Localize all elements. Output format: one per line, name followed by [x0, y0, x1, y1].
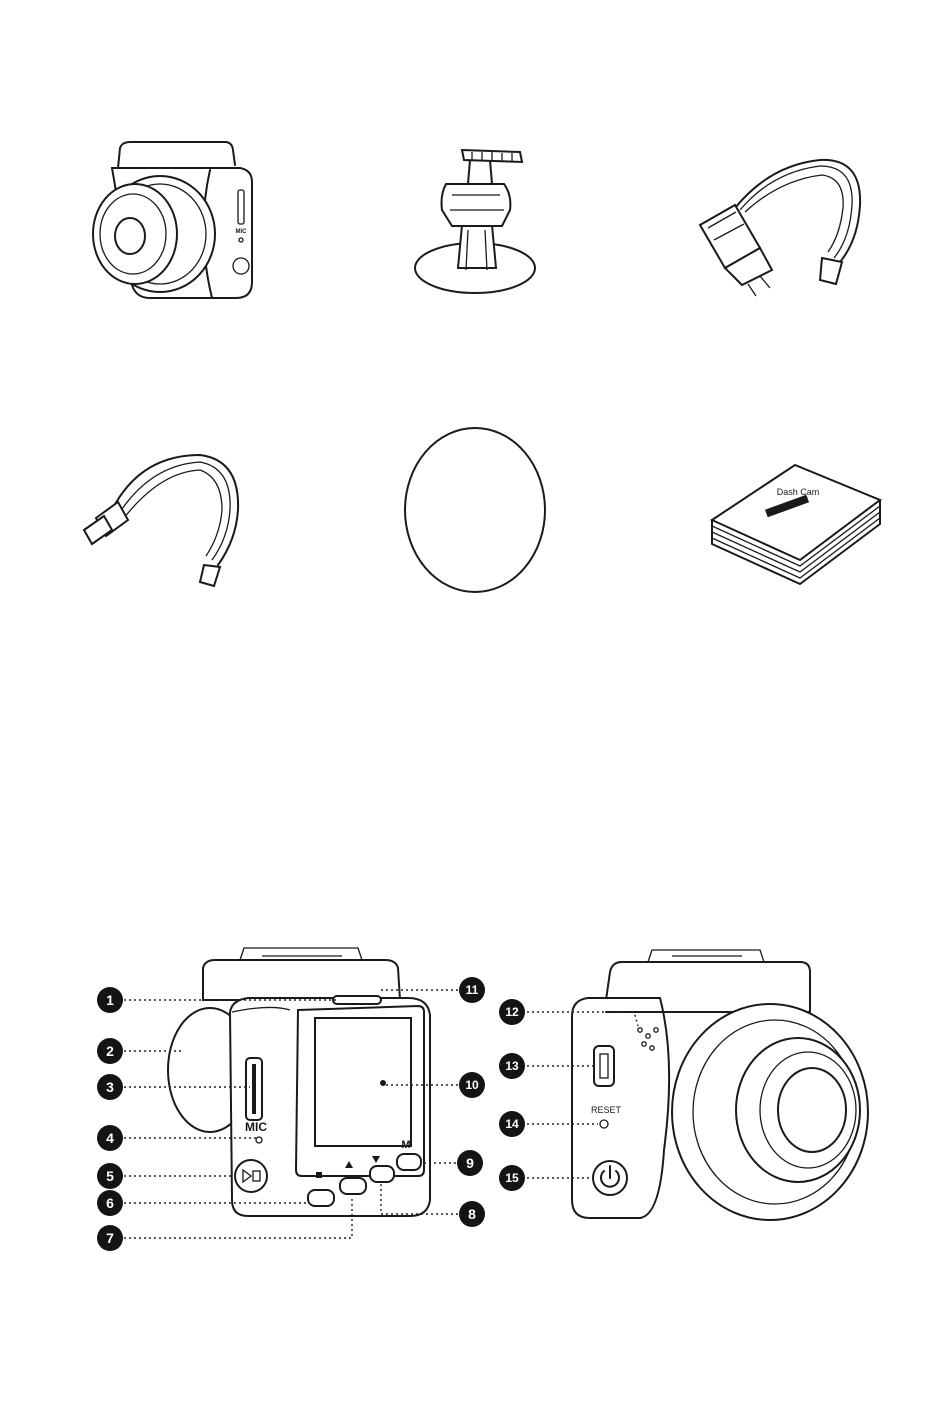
- svg-text:12: 12: [505, 1005, 519, 1019]
- svg-text:15: 15: [505, 1171, 519, 1185]
- camera-mic-label: MIC: [236, 229, 248, 235]
- svg-text:3: 3: [106, 1079, 114, 1095]
- callout-13: 13: [499, 1053, 525, 1079]
- front-m-label: M: [401, 1139, 410, 1151]
- front-mic-label: MIC: [245, 1120, 267, 1134]
- callout-1: 1: [97, 987, 123, 1013]
- dash-cam-rear-diagram: RESET: [572, 950, 868, 1220]
- svg-text:9: 9: [466, 1155, 474, 1171]
- callout-11: 11: [459, 977, 485, 1003]
- dash-cam-front-diagram: MIC M: [168, 948, 430, 1216]
- callout-9: 9: [457, 1150, 483, 1176]
- callout-7: 7: [97, 1225, 123, 1251]
- dash-camera-icon: MIC: [93, 142, 252, 298]
- callout-4: 4: [97, 1125, 123, 1151]
- rear-reset-label: RESET: [591, 1105, 622, 1115]
- svg-text:14: 14: [505, 1117, 519, 1131]
- callout-15: 15: [499, 1165, 525, 1191]
- car-charger-cable-icon: [700, 160, 860, 296]
- svg-text:1: 1: [106, 992, 114, 1008]
- callout-3: 3: [97, 1074, 123, 1100]
- manual-title: Dash Cam: [777, 487, 820, 497]
- svg-text:5: 5: [106, 1168, 114, 1184]
- svg-text:4: 4: [106, 1130, 114, 1146]
- callout-14: 14: [499, 1111, 525, 1137]
- callout-5: 5: [97, 1163, 123, 1189]
- user-manual-icon: Dash Cam: [712, 465, 880, 584]
- callout-10: 10: [459, 1072, 485, 1098]
- svg-text:6: 6: [106, 1195, 114, 1211]
- svg-text:13: 13: [505, 1059, 519, 1073]
- callout-6: 6: [97, 1190, 123, 1216]
- callout-12: 12: [499, 999, 525, 1025]
- svg-text:8: 8: [468, 1206, 476, 1222]
- adhesive-pad-icon: [405, 428, 545, 592]
- adhesive-mount-icon: [415, 150, 535, 293]
- usb-cable-icon: [84, 455, 238, 586]
- svg-text:11: 11: [466, 983, 479, 997]
- svg-text:2: 2: [106, 1043, 114, 1059]
- callout-2: 2: [97, 1038, 123, 1064]
- svg-text:10: 10: [465, 1078, 479, 1092]
- callout-8: 8: [459, 1201, 485, 1227]
- svg-text:7: 7: [106, 1230, 114, 1246]
